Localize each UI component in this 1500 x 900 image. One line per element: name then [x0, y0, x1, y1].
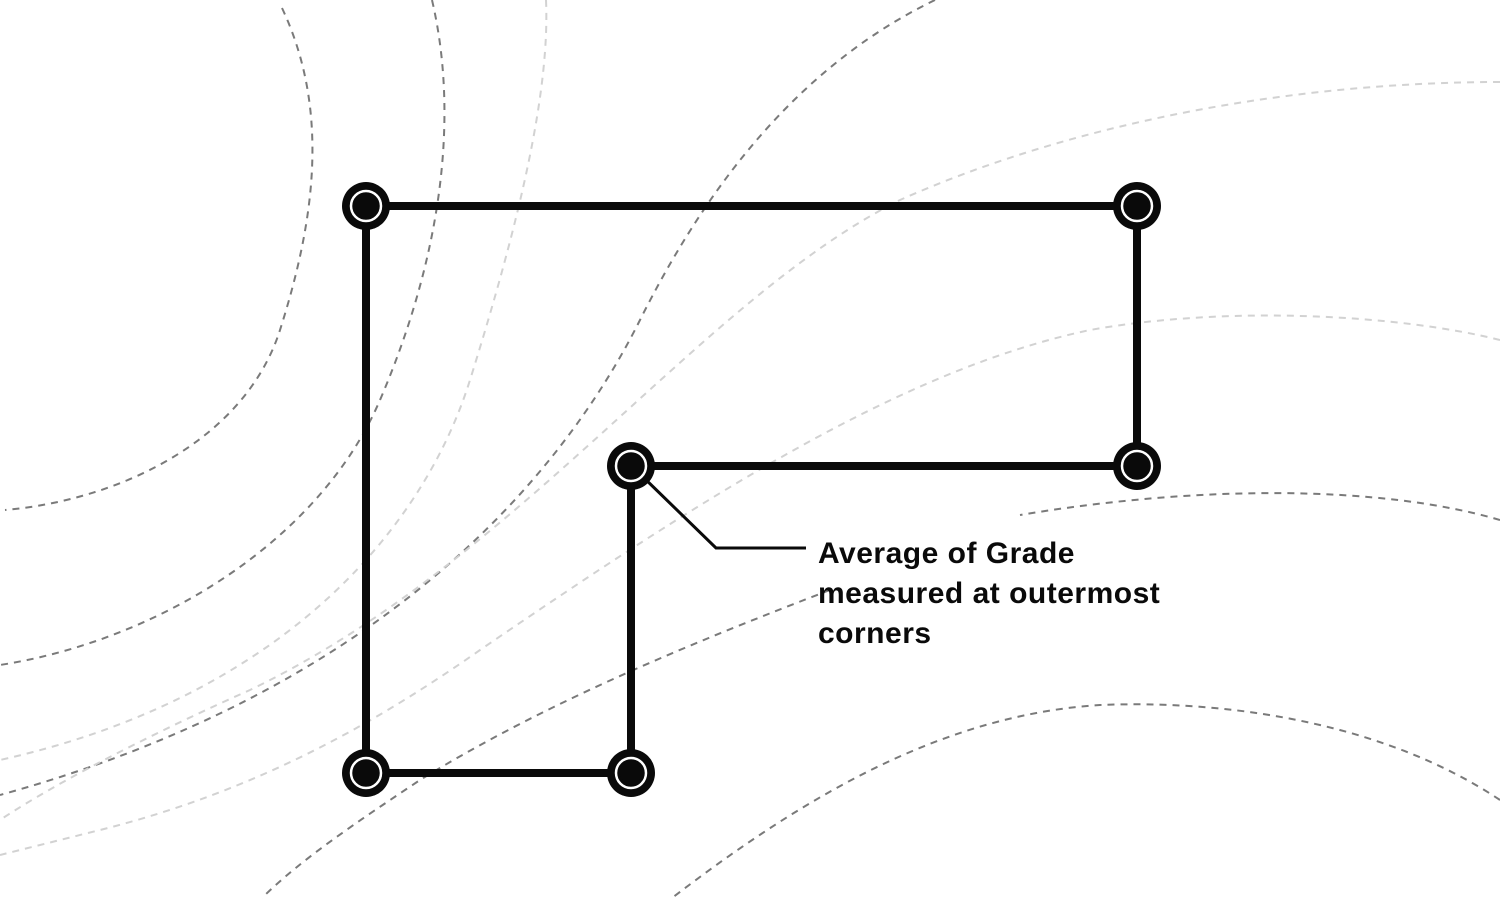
corner-marker: [607, 749, 655, 797]
corner-marker: [342, 182, 390, 230]
corner-markers: [342, 182, 1161, 797]
corner-marker: [1113, 182, 1161, 230]
corner-marker: [1113, 442, 1161, 490]
callout-line-2: measured at outermost: [818, 577, 1161, 610]
corner-marker: [342, 749, 390, 797]
building-outline: [362, 202, 1141, 777]
callout-leader-line: [638, 472, 806, 550]
contour-line: [0, 0, 936, 796]
contour-line: [0, 314, 1500, 856]
corner-marker: [607, 442, 655, 490]
contour-line: [1019, 492, 1500, 521]
callout-line-3: corners: [818, 617, 932, 650]
contour-line: [4, 7, 314, 511]
contour-line: [0, 0, 446, 666]
contour-line: [0, 81, 1500, 821]
contour-line: [0, 0, 548, 761]
contour-line: [671, 703, 1500, 899]
callout-label: Average of Grade measured at outermost c…: [818, 534, 1258, 654]
callout-line-1: Average of Grade: [818, 537, 1075, 570]
contour-line: [261, 589, 831, 899]
